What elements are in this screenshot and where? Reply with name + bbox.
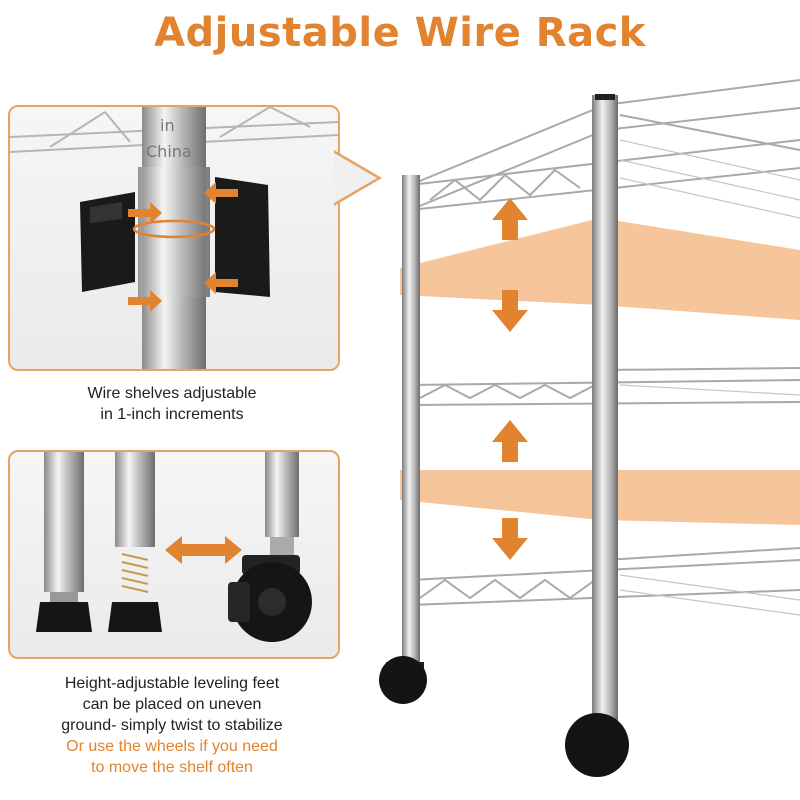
feet-caption-highlight-line2: to move the shelf often — [91, 759, 253, 776]
clip-detail-panel: in China — [8, 105, 340, 371]
feet-caption: Height-adjustable leveling feet can be p… — [0, 673, 344, 778]
clip-arrow-icons — [128, 182, 238, 312]
spring-icon — [121, 553, 149, 593]
wire-shelves — [409, 79, 800, 606]
caster-wheel-icon — [379, 656, 427, 704]
double-arrow-vertical-icon — [492, 198, 528, 332]
shelf-clip-right — [215, 177, 270, 297]
leveling-foot-icon — [108, 602, 162, 632]
pole-engraving-line2: China — [146, 142, 192, 161]
tapered-sleeve — [138, 167, 210, 297]
caster-wheel-icon — [565, 713, 629, 777]
feet-detail-panel — [8, 450, 340, 659]
feet-caption-line3: ground- simply twist to stabilize — [61, 717, 283, 734]
feet-caption-line1: Height-adjustable leveling feet — [64, 675, 280, 692]
clip-caption-line1: Wire shelves adjustable — [87, 385, 257, 402]
feet-caption-highlight-line1: Or use the wheels if you need — [66, 738, 278, 755]
double-arrow-horizontal-icon — [165, 536, 242, 564]
adjusted-shelf-positions — [400, 218, 800, 525]
rack-pole-back — [402, 175, 420, 695]
clip-caption-line2: in 1-inch increments — [100, 406, 244, 423]
pole-left — [44, 452, 84, 592]
rotation-ring-icon — [132, 219, 216, 239]
leveling-foot-icon — [36, 602, 92, 632]
rack-pole-front — [592, 95, 618, 735]
double-arrow-vertical-icon — [492, 420, 528, 560]
clip-caption: Wire shelves adjustable in 1-inch increm… — [0, 383, 344, 425]
pole-right — [265, 452, 299, 537]
pole-engraving-line1: in — [160, 116, 175, 135]
feet-detail-illustration — [36, 452, 312, 642]
clip-detail-illustration: in China — [10, 107, 338, 369]
page-title: Adjustable Wire Rack — [154, 10, 646, 56]
feet-caption-line2: can be placed on uneven — [82, 696, 262, 713]
pole-middle — [115, 452, 155, 547]
wire-grid — [619, 139, 800, 616]
